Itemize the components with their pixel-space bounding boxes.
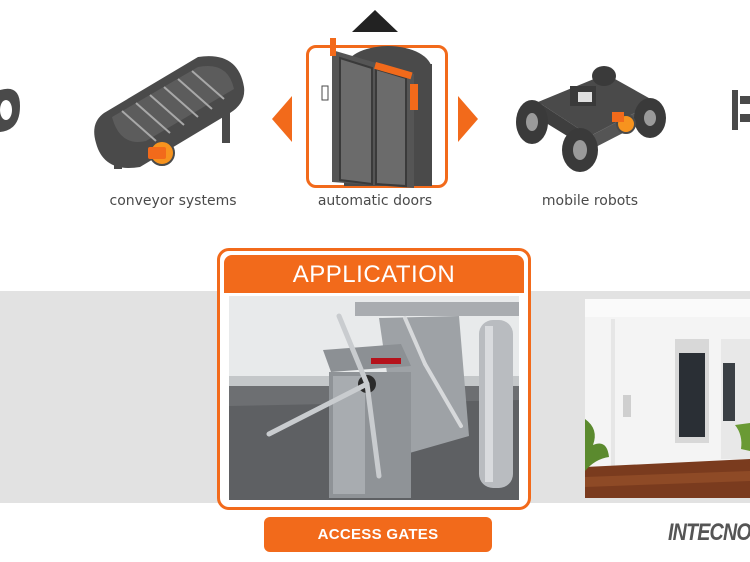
automatic-door-icon (321, 38, 432, 188)
access-gates-button[interactable]: ACCESS GATES (264, 517, 492, 552)
partial-device-right-icon[interactable] (728, 88, 750, 132)
brand-logo: INTECNO (668, 519, 750, 546)
carousel-label-conveyor[interactable]: conveyor systems (109, 193, 237, 209)
carousel-label-automatic-doors[interactable]: automatic doors (317, 193, 433, 209)
right-arrow-icon[interactable] (458, 96, 478, 142)
interior-photo (585, 299, 750, 498)
left-arrow-icon[interactable] (272, 96, 292, 142)
turnstile-photo (229, 296, 519, 500)
partial-device-left-icon[interactable] (0, 84, 22, 136)
application-header: APPLICATION (224, 255, 524, 293)
application-card: APPLICATION (217, 248, 531, 510)
carousel-label-mobile-robots[interactable]: mobile robots (541, 193, 639, 209)
conveyor-icon[interactable] (90, 55, 252, 173)
up-arrow-icon[interactable] (352, 10, 398, 34)
mobile-robot-icon[interactable] (510, 64, 670, 176)
selected-item-frame[interactable] (306, 45, 448, 188)
